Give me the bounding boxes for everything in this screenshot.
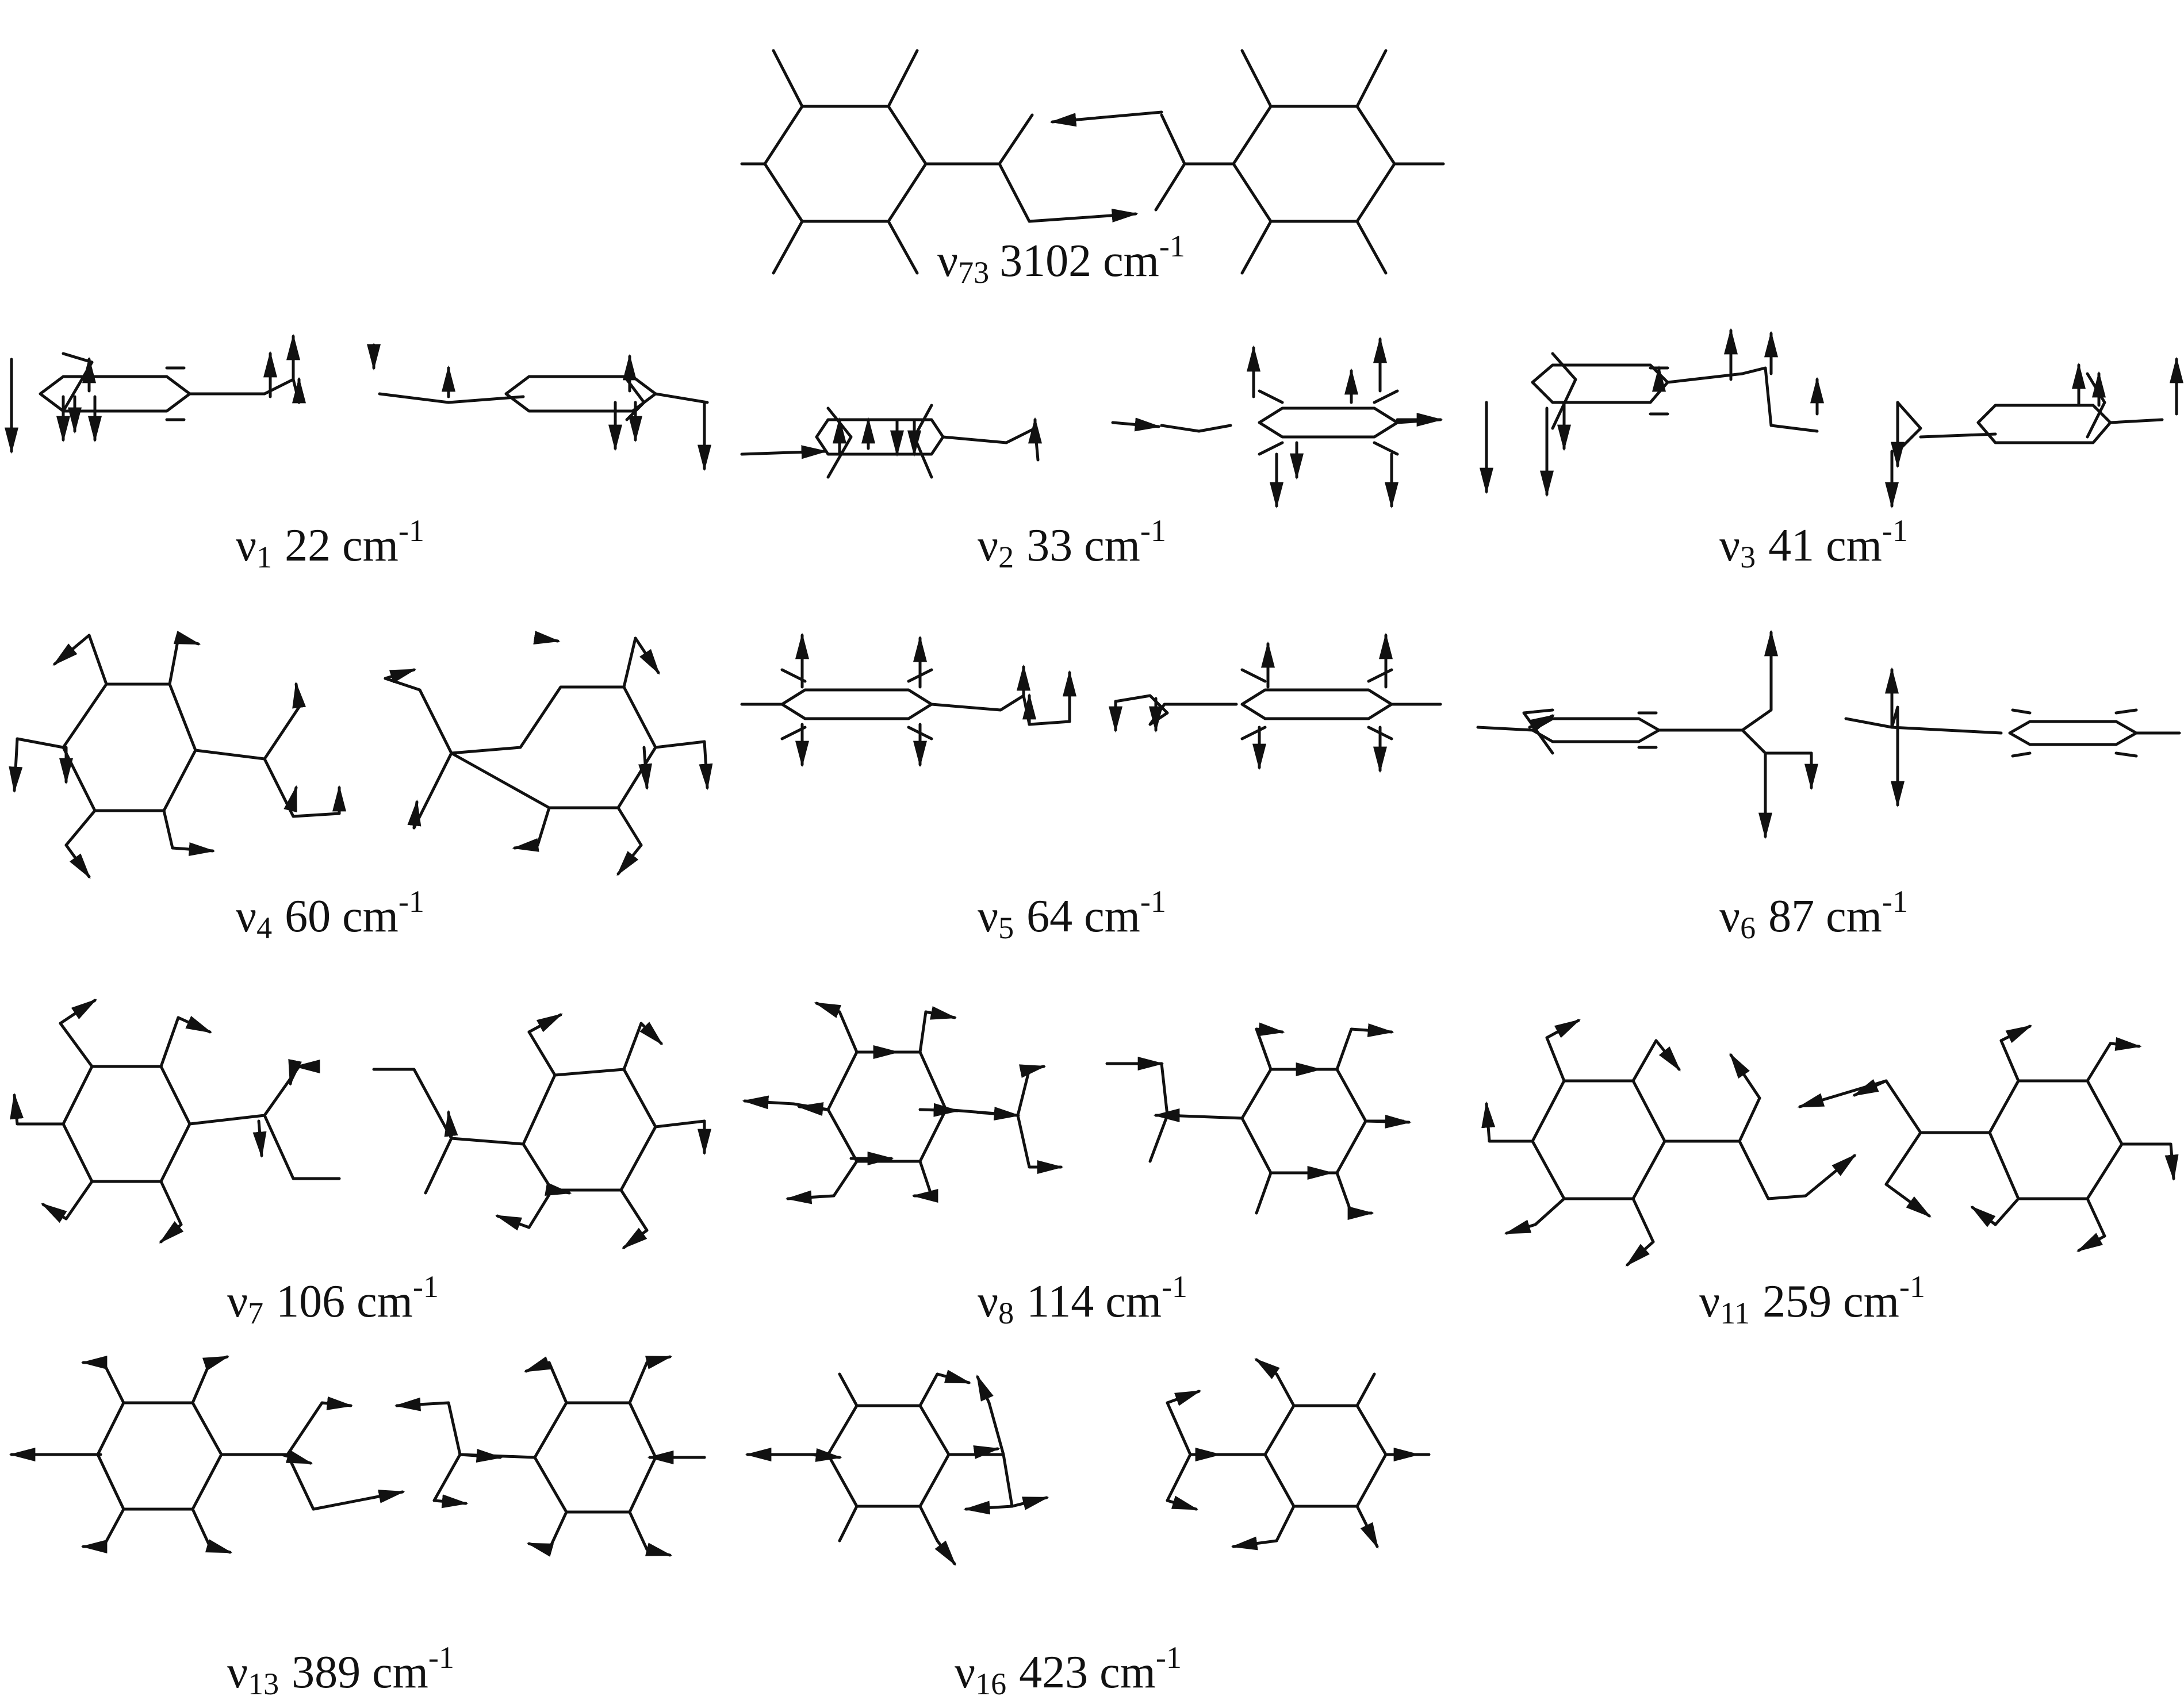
molecule-nu16 — [792, 1372, 1431, 1542]
molecule-nu4 — [16, 634, 706, 850]
displacement-arrows-nu3 — [1480, 328, 2183, 509]
molecule-nu3 — [1531, 352, 2164, 453]
displacement-arrows-nu2 — [740, 336, 1443, 509]
molecule-nu11 — [1488, 1036, 2172, 1244]
displacement-arrows-nu1 — [5, 333, 711, 471]
molecule-nu6 — [1476, 659, 2181, 758]
molecule-nu8 — [792, 1010, 1405, 1215]
displacement-arrows-nu73 — [1028, 110, 1163, 223]
molecule-nu13 — [59, 1361, 706, 1551]
displacement-arrows-nu6 — [1528, 630, 1905, 839]
molecule-nu7 — [16, 1016, 706, 1232]
displacement-arrows-nu16 — [745, 1358, 1420, 1566]
displacement-arrows-nu11 — [1481, 1019, 2179, 1267]
displacement-arrows-nu5 — [795, 632, 1393, 773]
displacement-arrows-nu7 — [10, 999, 711, 1249]
molecule-nu73 — [740, 49, 1445, 275]
displacement-arrows-nu4 — [9, 631, 713, 879]
displacement-arrows-nu13 — [9, 1355, 706, 1557]
molecule-nu2 — [815, 389, 1442, 479]
displacement-arrows-nu8 — [742, 1002, 1412, 1220]
molecule-nu5 — [740, 668, 1442, 740]
